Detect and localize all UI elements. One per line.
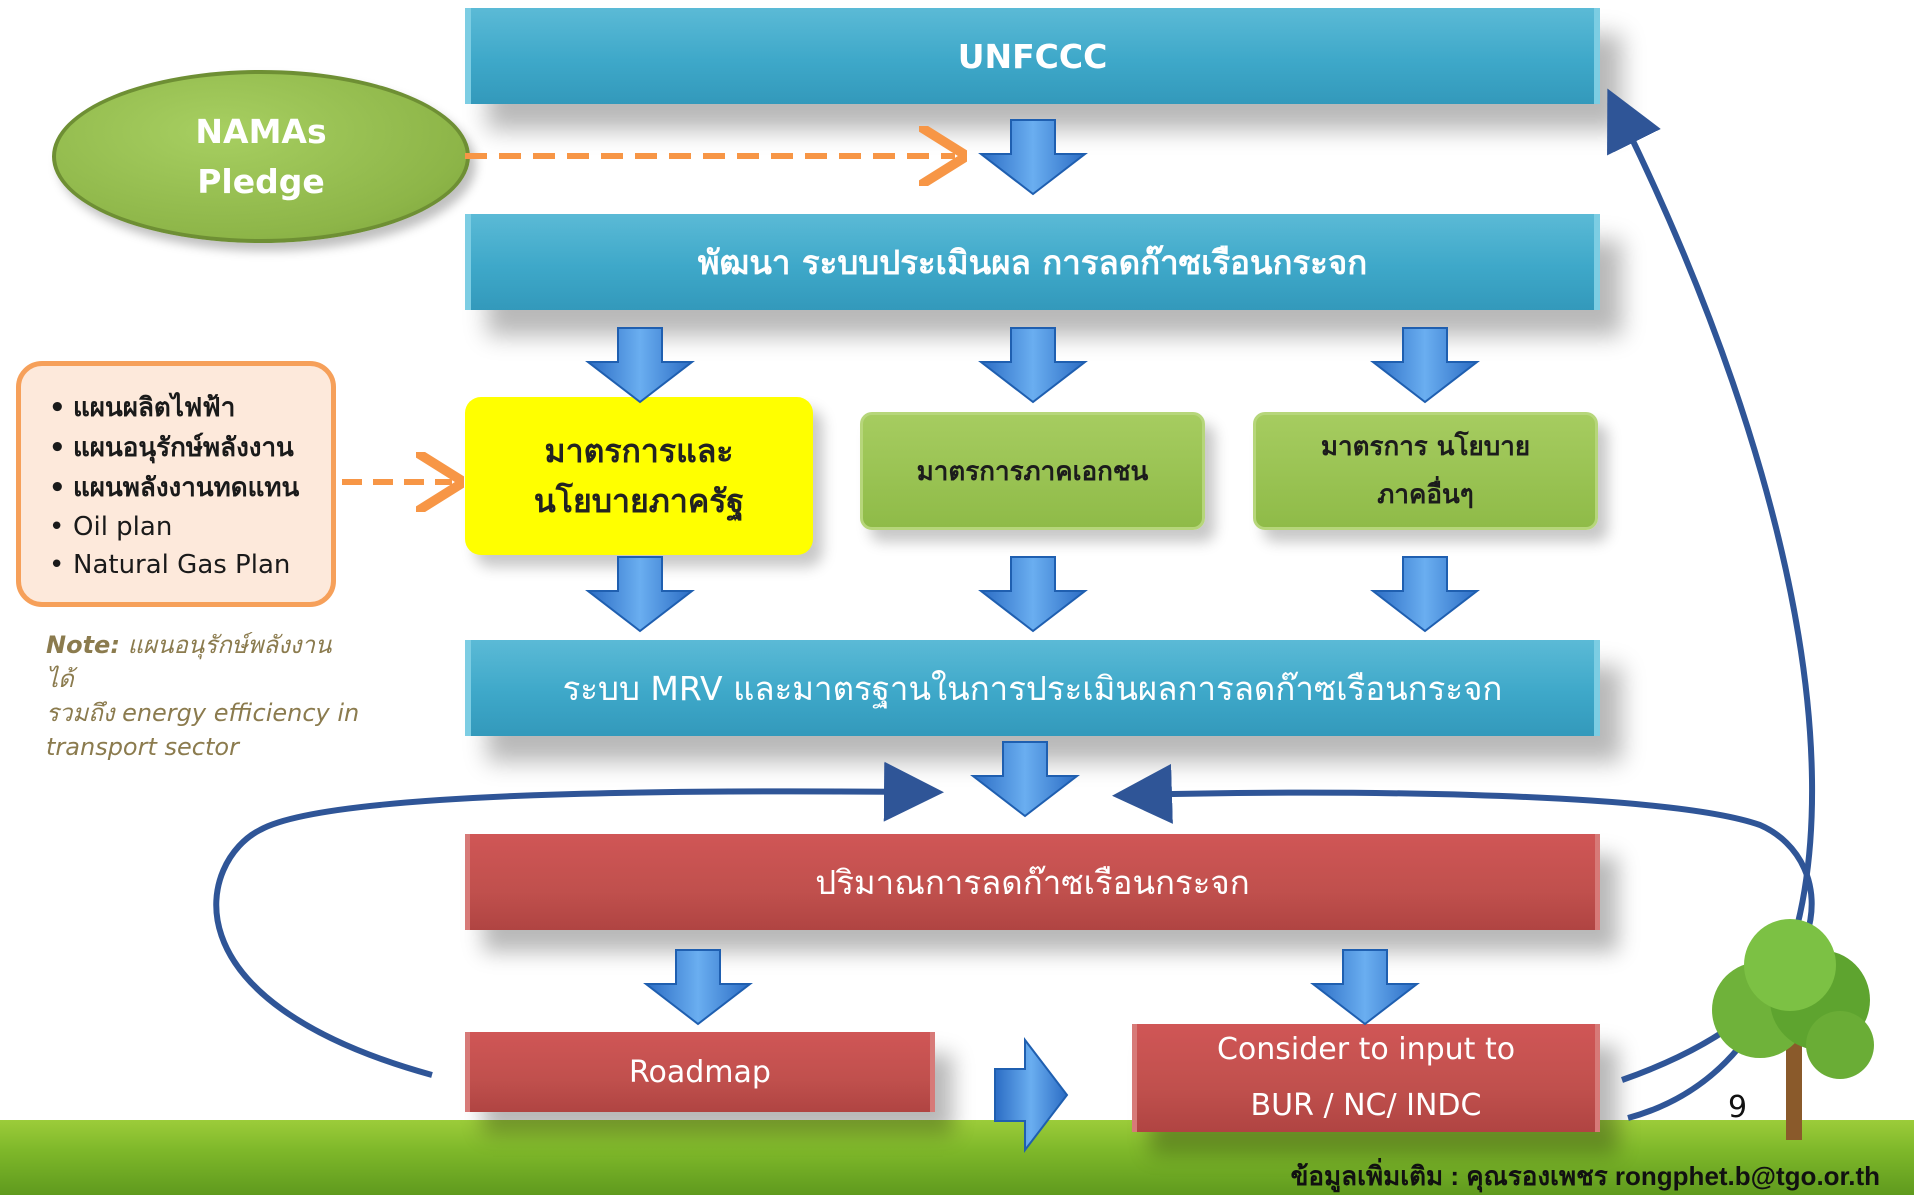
note-text-line2: รวมถึง energy efficiency in [46, 699, 360, 727]
down-arrow-icon [1370, 556, 1480, 633]
other-measures-box: มาตรการ นโยบาย ภาคอื่นๆ [1253, 412, 1598, 530]
note-text: Note: แผนอนุรักษ์พลังงาน ได้ รวมถึง ener… [46, 628, 366, 764]
develop-evaluation-label: พัฒนา ระบบประเมินผล การลดก๊าซเรือนกระจก [697, 242, 1368, 282]
plan-item: แผนผลิตไฟฟ้า [49, 388, 331, 428]
plan-item: Oil plan [49, 508, 331, 546]
roadmap-box: Roadmap [465, 1032, 935, 1112]
down-arrow-icon [585, 556, 695, 633]
mrv-system-label: ระบบ MRV และมาตรฐานในการประเมินผลการลดก๊… [562, 668, 1503, 708]
down-arrow-icon [1370, 327, 1480, 404]
develop-evaluation-box: พัฒนา ระบบประเมินผล การลดก๊าซเรือนกระจก [465, 214, 1600, 310]
other-measures-line2: ภาคอื่นๆ [1377, 480, 1474, 510]
state-measures-line2: นโยบายภาครัฐ [533, 482, 745, 520]
consider-input-line1: Consider to input to [1216, 1032, 1516, 1067]
down-arrow-icon [978, 327, 1088, 404]
down-arrow-icon [585, 327, 695, 404]
consider-input-line2: BUR / NC/ INDC [1250, 1088, 1482, 1123]
namas-line2: Pledge [197, 161, 325, 201]
plan-item: แผนพลังงานทดแทน [49, 468, 331, 508]
down-arrow-icon [1310, 949, 1420, 1026]
down-arrow-icon [643, 949, 753, 1026]
unfccc-label: UNFCCC [957, 36, 1108, 76]
ghg-reduction-box: ปริมาณการลดก๊าซเรือนกระจก [465, 834, 1600, 930]
plan-item: แผนอนุรักษ์พลังงาน [49, 428, 331, 468]
down-arrow-icon [978, 556, 1088, 633]
unfccc-box: UNFCCC [465, 8, 1600, 104]
private-measures-box: มาตรการภาคเอกชน [860, 412, 1205, 530]
energy-plans-list: แผนผลิตไฟฟ้า แผนอนุรักษ์พลังงาน แผนพลังง… [49, 388, 331, 584]
contact-footer: ข้อมูลเพิ่มเติม : คุณรองเพชร rongphet.b@… [1290, 1161, 1880, 1191]
consider-input-box: Consider to input to BUR / NC/ INDC [1132, 1024, 1600, 1132]
private-measures-label: มาตรการภาคเอกชน [916, 456, 1149, 487]
state-measures-box: มาตรการและ นโยบายภาครัฐ [465, 397, 813, 555]
note-label: Note: [46, 631, 120, 659]
plan-item: Natural Gas Plan [49, 546, 331, 584]
note-text-line3: transport sector [46, 733, 239, 761]
down-arrow-icon [970, 741, 1080, 818]
page-number: 9 [1728, 1090, 1748, 1125]
roadmap-label: Roadmap [629, 1054, 771, 1090]
namas-line1: NAMAs [195, 111, 327, 151]
ghg-reduction-label: ปริมาณการลดก๊าซเรือนกระจก [815, 862, 1250, 902]
down-arrow-icon [978, 119, 1088, 196]
unfccc-return-curve [1607, 88, 1815, 1121]
namas-pledge-ellipse: NAMAs Pledge [52, 70, 470, 243]
mrv-system-box: ระบบ MRV และมาตรฐานในการประเมินผลการลดก๊… [465, 640, 1600, 736]
other-measures-line1: มาตรการ นโยบาย [1320, 432, 1531, 462]
state-measures-line1: มาตรการและ [544, 432, 734, 470]
grass-footer-decoration [0, 1120, 1914, 1195]
energy-plans-box: แผนผลิตไฟฟ้า แผนอนุรักษ์พลังงาน แผนพลังง… [16, 361, 336, 607]
note-text-line1: แผนอนุรักษ์พลังงาน ได้ [46, 631, 332, 693]
